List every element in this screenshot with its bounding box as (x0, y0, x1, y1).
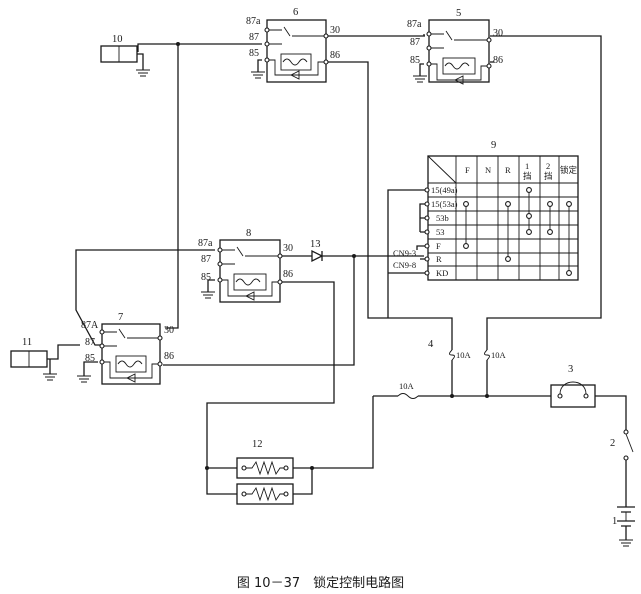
label-4: 4 (428, 339, 434, 350)
label-1: 1 (612, 516, 617, 527)
pin-30: 30 (330, 25, 340, 36)
col-1-num: 1 (525, 161, 529, 171)
solenoid-11: 11 (10, 337, 80, 381)
relay-5: 5 87a 87 85 30 86 (407, 8, 503, 85)
solenoid-10: 10 (100, 34, 150, 77)
pin-30-r7: 30 (164, 325, 174, 336)
battery-1: 1 (612, 506, 635, 547)
label-7: 7 (118, 312, 123, 323)
pin-86-r7: 86 (164, 351, 174, 362)
label-11: 11 (22, 337, 32, 348)
pin-86-r5: 86 (493, 55, 503, 66)
row-53: 53 (436, 227, 445, 237)
fuse-bottom-rating: 10A (399, 381, 415, 391)
label-5: 5 (456, 8, 461, 19)
pin-87a: 87a (246, 16, 261, 27)
col-1-unit: 挡 (523, 171, 532, 181)
row-53b: 53b (436, 213, 449, 223)
fuse-right-rating: 10A (491, 350, 507, 360)
label-3: 3 (568, 364, 573, 375)
label-6: 6 (293, 7, 298, 18)
pin-87: 87 (249, 32, 259, 43)
switch-table-9: 9 F N R 1 挡 2 挡 锁定 15(49a) 15(53a) 53b 5… (387, 140, 579, 318)
pin-87-r7: 87 (85, 337, 95, 348)
col-N: N (485, 165, 491, 175)
row-15-49a: 15(49a) (431, 185, 458, 195)
pin-86: 86 (330, 50, 340, 61)
pin-87a-r5: 87a (407, 19, 422, 30)
row-F: F (436, 241, 441, 251)
fuse-left-rating: 10A (456, 350, 472, 360)
col-lockup: 锁定 (560, 165, 578, 175)
component-3: 3 (550, 364, 627, 430)
col-2-num: 2 (546, 161, 550, 171)
label-2: 2 (610, 438, 615, 449)
relay-8: 8 87a 87 85 30 86 (198, 228, 293, 303)
pin-87a-r8: 87a (198, 238, 213, 249)
heater-12: 12 (236, 439, 294, 505)
col-2-unit: 挡 (544, 171, 553, 181)
row-15-53a: 15(53a) (431, 199, 458, 209)
pin-87A-r7: 87A (81, 320, 99, 331)
pin-86-r8: 86 (283, 269, 293, 280)
connector-cn9-8: CN9-8 (393, 260, 416, 270)
label-9: 9 (491, 140, 496, 151)
label-8: 8 (246, 228, 251, 239)
relay-6: 6 87a 87 85 30 86 (246, 7, 340, 83)
col-F: F (465, 165, 470, 175)
pin-85-r5: 85 (410, 55, 420, 66)
row-KD: KD (436, 268, 448, 278)
connector-cn9-3: CN9-3 (393, 248, 416, 258)
label-10: 10 (112, 34, 123, 45)
row-R: R (436, 254, 442, 264)
pin-30-r5: 30 (493, 28, 503, 39)
relay-7: 7 87A 87 85 30 86 (77, 312, 174, 385)
switch-2: 2 (610, 429, 634, 507)
pin-85: 85 (249, 48, 259, 59)
pin-30-r8: 30 (283, 243, 293, 254)
bottom-wires: 10A (205, 381, 551, 495)
pin-87-r5: 87 (410, 37, 420, 48)
pin-87-r8: 87 (201, 254, 211, 265)
top-wires (137, 35, 602, 345)
label-12: 12 (252, 439, 263, 450)
label-13: 13 (310, 239, 321, 250)
pin-85-r8: 85 (201, 272, 211, 283)
fuses-4: 4 10A 10A (428, 339, 507, 398)
pin-85-r7: 85 (85, 353, 95, 364)
col-R: R (505, 165, 511, 175)
figure-caption: 图 10－37 锁定控制电路图 (236, 576, 405, 591)
mid-wires: 13 (75, 239, 424, 468)
